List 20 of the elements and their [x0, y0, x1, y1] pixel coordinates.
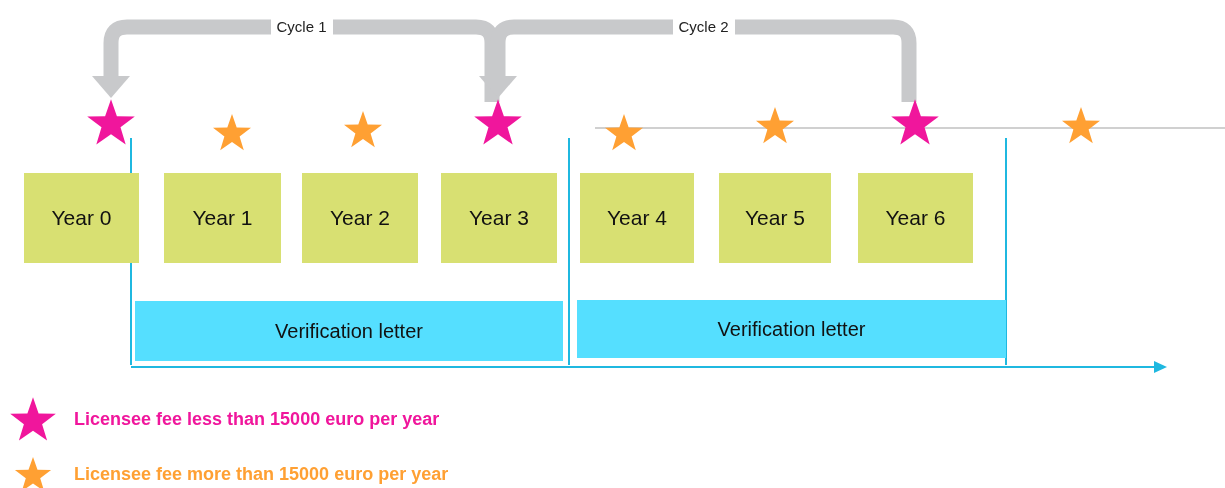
year-box: Year 2: [302, 173, 418, 263]
edge-label: Cycle 2: [672, 18, 735, 35]
legend-text: Licensee fee more than 15000 euro per year: [74, 464, 449, 485]
cycle-arrow: [479, 19, 917, 102]
star-marker: [755, 106, 795, 146]
edge-label: Cycle 1: [270, 18, 333, 35]
year-box: Year 0: [24, 173, 139, 263]
year-box: Year 6: [858, 173, 973, 263]
verification-bar: Verification letter: [577, 300, 1006, 358]
star-marker: [1061, 106, 1101, 146]
star-marker: [343, 110, 383, 150]
star-marker: [212, 113, 252, 153]
cycle-arrow: [92, 19, 500, 102]
verification-bar: Verification letter: [135, 301, 563, 361]
year-box: Year 5: [719, 173, 831, 263]
star-marker: [604, 113, 644, 153]
year-box: Year 4: [580, 173, 694, 263]
year-box: Year 1: [164, 173, 281, 263]
year-box: Year 3: [441, 173, 557, 263]
legend-text: Licensee fee less than 15000 euro per year: [74, 409, 440, 430]
